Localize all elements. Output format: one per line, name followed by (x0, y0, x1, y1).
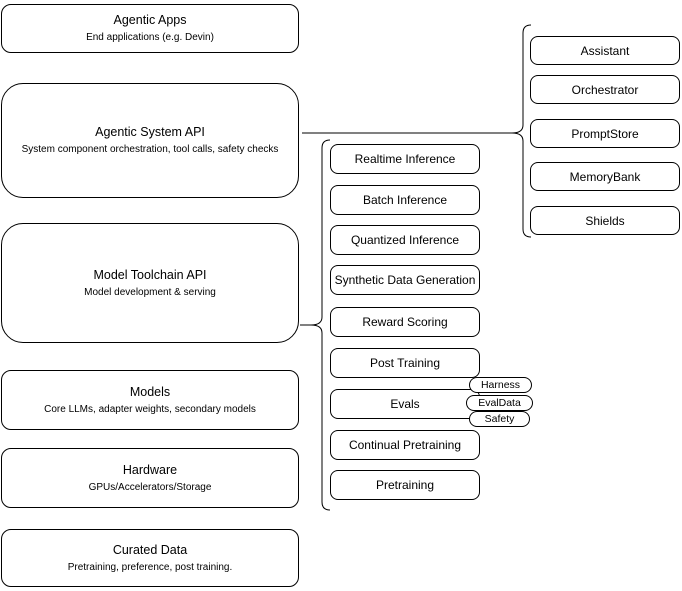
box-synthetic-data-generation: Synthetic Data Generation (330, 265, 480, 295)
pill-evaldata: EvalData (466, 395, 533, 411)
box-curated-data: Curated Data Pretraining, preference, po… (1, 529, 299, 587)
box-shields: Shields (530, 206, 680, 235)
box-agentic-system-api-title: Agentic System API (95, 125, 205, 139)
pill-harness: Harness (469, 377, 532, 393)
box-shields-label: Shields (585, 213, 625, 228)
box-evals: Evals (330, 389, 480, 419)
box-continual-pretraining: Continual Pretraining (330, 430, 480, 460)
pill-safety: Safety (469, 411, 530, 427)
box-batch-inference-label: Batch Inference (362, 193, 448, 207)
box-pretraining-label: Pretraining (375, 478, 435, 492)
box-evals-label: Evals (390, 397, 420, 411)
box-orchestrator: Orchestrator (530, 75, 680, 104)
box-pretraining: Pretraining (330, 470, 480, 500)
pill-evaldata-label: EvalData (478, 397, 521, 409)
box-agentic-system-api: Agentic System API System component orch… (1, 83, 299, 198)
box-model-toolchain-api: Model Toolchain API Model development & … (1, 223, 299, 343)
box-quantized-inference: Quantized Inference (330, 225, 480, 255)
box-agentic-apps-subtitle: End applications (e.g. Devin) (86, 32, 214, 43)
box-model-toolchain-api-title: Model Toolchain API (93, 267, 207, 282)
box-agentic-apps-title: Agentic Apps (113, 13, 187, 27)
components-group-brace (511, 24, 532, 238)
box-hardware: Hardware GPUs/Accelerators/Storage (1, 448, 299, 508)
box-assistant: Assistant (530, 36, 680, 65)
box-post-training: Post Training (330, 348, 480, 378)
box-quantized-inference-label: Quantized Inference (350, 233, 460, 247)
toolchain-group-brace (310, 139, 331, 511)
box-realtime-inference: Realtime Inference (330, 144, 480, 174)
box-hardware-subtitle: GPUs/Accelerators/Storage (88, 481, 212, 493)
box-model-toolchain-api-subtitle: Model development & serving (84, 286, 216, 298)
pill-safety-label: Safety (484, 413, 515, 425)
box-assistant-label: Assistant (580, 43, 630, 58)
box-post-training-label: Post Training (369, 356, 441, 370)
box-memorybank-label: MemoryBank (569, 169, 641, 184)
box-models-subtitle: Core LLMs, adapter weights, secondary mo… (44, 403, 256, 415)
box-memorybank: MemoryBank (530, 162, 680, 191)
box-synthetic-data-generation-label: Synthetic Data Generation (334, 273, 476, 287)
box-hardware-title: Hardware (122, 462, 178, 477)
box-curated-data-subtitle: Pretraining, preference, post training. (67, 561, 233, 573)
box-promptstore: PromptStore (530, 119, 680, 148)
box-models-title: Models (129, 384, 171, 399)
box-realtime-inference-label: Realtime Inference (354, 152, 456, 166)
box-batch-inference: Batch Inference (330, 185, 480, 215)
box-promptstore-label: PromptStore (571, 126, 639, 141)
box-reward-scoring: Reward Scoring (330, 307, 480, 337)
box-continual-pretraining-label: Continual Pretraining (348, 438, 462, 452)
box-orchestrator-label: Orchestrator (571, 82, 639, 97)
box-reward-scoring-label: Reward Scoring (362, 315, 448, 329)
box-curated-data-title: Curated Data (112, 542, 188, 557)
box-agentic-apps: Agentic Apps End applications (e.g. Devi… (1, 4, 299, 53)
box-agentic-system-api-subtitle: System component orchestration, tool cal… (21, 144, 279, 155)
pill-harness-label: Harness (480, 379, 521, 391)
box-models: Models Core LLMs, adapter weights, secon… (1, 370, 299, 430)
